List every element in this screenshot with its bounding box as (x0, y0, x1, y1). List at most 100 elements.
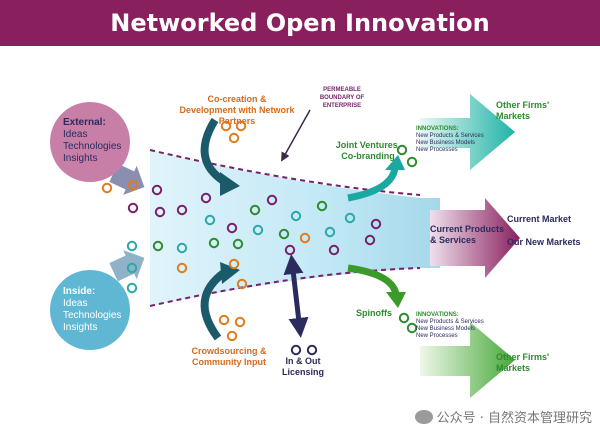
idea-ring (232, 238, 244, 250)
idea-ring (200, 192, 212, 204)
idea-ring (226, 330, 238, 342)
other-firms-top-arrow (420, 94, 515, 170)
inside-circle (50, 270, 130, 350)
idea-ring (406, 322, 418, 334)
external-item-3: Insights (63, 153, 98, 164)
innovations-top: INNOVATIONS: New Products & Services New… (416, 126, 484, 154)
licensing-arrow (283, 254, 309, 338)
inside-input-arrow (109, 250, 145, 282)
wechat-icon (414, 410, 433, 424)
crowdsourcing-label: Crowdsourcing & Community Input (191, 346, 267, 367)
spinoffs-arrowhead (386, 292, 406, 308)
other-firms-top-label: Other Firms' Markets (496, 100, 550, 121)
idea-ring (252, 224, 264, 236)
innovations-top-item-1: New Products & Services (416, 133, 484, 139)
joint-ventures-label: Joint Ventures, Co-branding (335, 140, 401, 161)
cocreation-arrowhead (220, 172, 240, 196)
idea-ring (127, 179, 139, 191)
innovations-bottom-item-1: New Products & Services (416, 319, 484, 325)
innovations-bottom-item-2: New Business Models (416, 326, 476, 332)
idea-ring (266, 194, 278, 206)
inside-item-3: Insights (63, 322, 98, 333)
new-markets-label: Our New Markets (507, 237, 581, 247)
spinoffs-curve (347, 264, 400, 296)
external-text: External: Ideas Technologies Insights (63, 117, 133, 165)
watermark-text: 公众号 · 自然资本管理研究 (436, 411, 592, 426)
cocreation-label: Co-creation & Development with Network P… (179, 94, 295, 126)
inside-item-2: Technologies (63, 310, 122, 321)
idea-ring (234, 316, 246, 328)
idea-ring (306, 344, 318, 356)
idea-rings (101, 120, 418, 356)
joint-venture-arrowhead (385, 155, 405, 170)
current-products-label: Current Products & Services (430, 224, 505, 245)
idea-ring (176, 204, 188, 216)
innovations-bottom-item-3: New Processes (416, 333, 458, 339)
idea-ring (176, 242, 188, 254)
idea-ring (208, 237, 220, 249)
inside-heading: Inside: (63, 286, 96, 297)
innovations-top-item-3: New Processes (416, 147, 458, 153)
idea-ring (328, 244, 340, 256)
inside-text: Inside: Ideas Technologies Insights (63, 286, 133, 334)
title-bar: Networked Open Innovation (0, 0, 600, 46)
idea-ring (228, 132, 240, 144)
idea-ring (176, 262, 188, 274)
idea-ring (126, 262, 138, 274)
idea-ring (299, 232, 311, 244)
idea-ring (316, 200, 328, 212)
idea-ring (364, 234, 376, 246)
idea-ring (290, 344, 302, 356)
idea-ring (218, 314, 230, 326)
permeable-boundary-top (149, 149, 421, 196)
idea-ring (398, 312, 410, 324)
innovations-bottom-heading: INNOVATIONS: (416, 312, 459, 318)
idea-ring (249, 204, 261, 216)
watermark: 公众号 · 自然资本管理研究 (414, 407, 592, 426)
external-item-1: Ideas (63, 129, 88, 140)
idea-ring (278, 228, 290, 240)
crowdsourcing-arrowhead (220, 262, 240, 284)
permeable-pointer (281, 109, 311, 162)
idea-ring (290, 210, 302, 222)
inside-item-1: Ideas (63, 298, 88, 309)
in-out-licensing-label: In & Out Licensing (282, 356, 325, 377)
crowdsourcing-curve (200, 268, 228, 341)
other-firms-bottom-label: Other Firms' Markets (496, 352, 550, 373)
innovations-top-item-2: New Business Models (416, 140, 476, 146)
idea-ring (127, 202, 139, 214)
idea-ring (204, 214, 216, 226)
diagram-title: Networked Open Innovation (110, 9, 490, 37)
spinoffs-label: Spinoffs (356, 308, 392, 318)
idea-ring (220, 120, 232, 132)
idea-ring (396, 144, 408, 156)
idea-ring (154, 206, 166, 218)
idea-ring (151, 184, 163, 196)
external-circle (50, 102, 130, 182)
external-item-2: Technologies (63, 141, 122, 152)
idea-ring (324, 226, 336, 238)
idea-ring (344, 212, 356, 224)
innovations-top-heading: INNOVATIONS: (416, 126, 459, 132)
joint-venture-curve (347, 167, 399, 202)
idea-ring (101, 182, 113, 194)
idea-ring (126, 240, 138, 252)
innovations-bottom: INNOVATIONS: New Products & Services New… (416, 312, 484, 340)
idea-ring (284, 244, 296, 256)
current-products-arrow (430, 198, 520, 278)
idea-ring (406, 156, 418, 168)
idea-ring (370, 218, 382, 230)
idea-ring (236, 278, 248, 290)
cocreation-curve (200, 117, 228, 186)
idea-ring (226, 222, 238, 234)
current-market-label: Current Market (507, 214, 572, 224)
idea-ring (228, 258, 240, 270)
other-firms-bottom-arrow (420, 322, 515, 398)
external-heading: External: (63, 117, 106, 128)
idea-ring (235, 120, 247, 132)
idea-ring (152, 240, 164, 252)
idea-ring (126, 282, 138, 294)
permeable-label: PERMEABLE BOUNDARY OF ENTERPRISE (319, 87, 365, 109)
